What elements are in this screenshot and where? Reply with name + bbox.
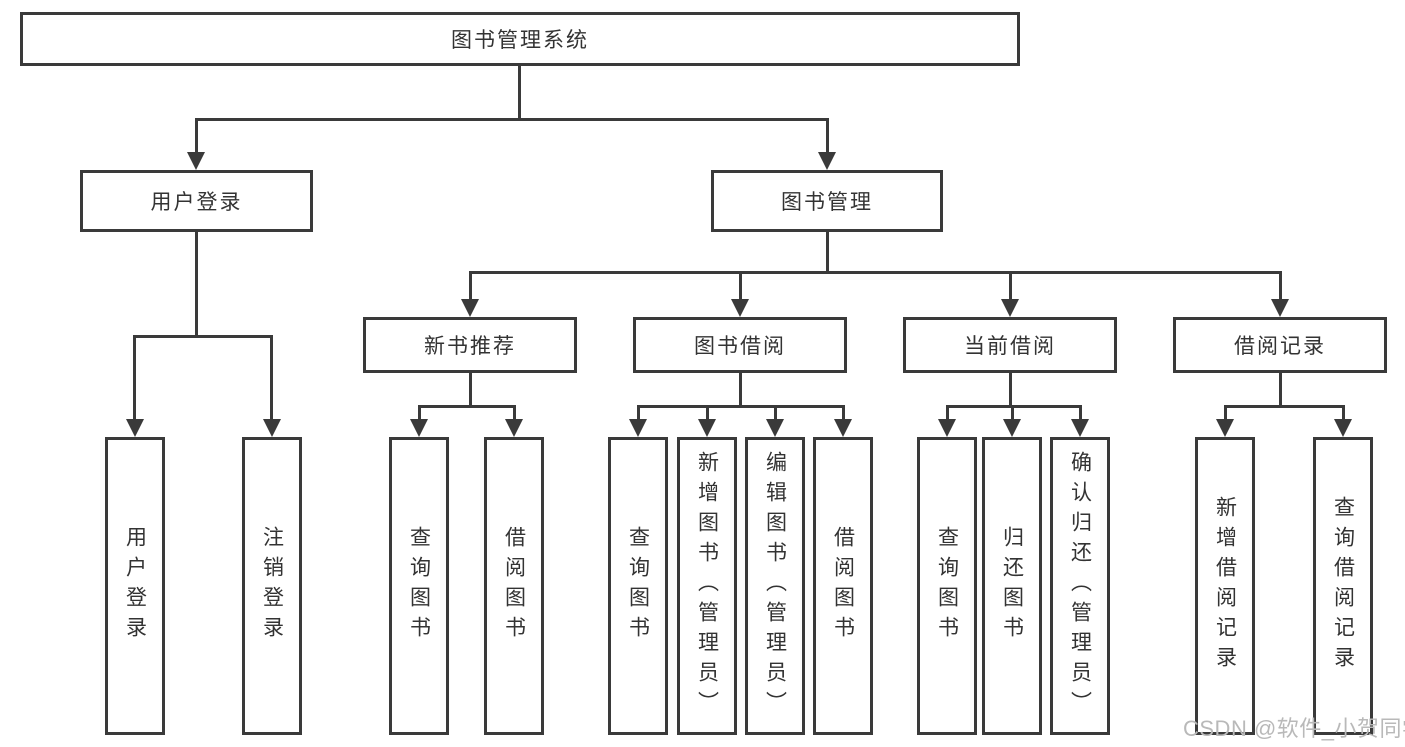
arrow-down-icon xyxy=(731,299,749,317)
connector-user-login-stem xyxy=(195,232,198,335)
arrow-down-icon xyxy=(1334,419,1352,437)
connector-drop-l3 xyxy=(469,271,472,301)
node-leaf-cb-confirm: 确认归还（管理员） xyxy=(1050,437,1110,735)
node-leaf-br-add: 新增借阅记录 xyxy=(1195,437,1255,735)
node-leaf-nb-query: 查询图书 xyxy=(389,437,449,735)
connector-book-mgmt-stem xyxy=(826,232,829,271)
connector-drop-user-login xyxy=(195,118,198,156)
node-user-login: 用户登录 xyxy=(80,170,313,232)
connector-drop-leaf xyxy=(133,335,136,421)
connector-drop-leaf xyxy=(842,405,845,421)
connector-drop-leaf xyxy=(1079,405,1082,421)
connector-root-stem xyxy=(518,66,521,118)
leaf-label: 借阅图书 xyxy=(831,526,855,646)
leaf-label: 编辑图书（管理员） xyxy=(763,451,787,721)
leaf-label: 查询图书 xyxy=(407,526,431,646)
arrow-down-icon xyxy=(1003,419,1021,437)
arrow-down-icon xyxy=(938,419,956,437)
connector-root-bar xyxy=(195,118,829,121)
arrow-down-icon xyxy=(126,419,144,437)
connector-drop-leaf xyxy=(946,405,949,421)
leaf-label: 确认归还（管理员） xyxy=(1068,451,1092,721)
connector-book-borrow-stem xyxy=(739,373,742,405)
leaf-label: 新增图书（管理员） xyxy=(695,451,719,721)
arrow-down-icon xyxy=(818,152,836,170)
node-borrow-records-label: 借阅记录 xyxy=(1234,335,1326,358)
connector-book-borrow-bar xyxy=(637,405,845,408)
arrow-down-icon xyxy=(1271,299,1289,317)
connector-drop-leaf xyxy=(706,405,709,421)
node-leaf-user-login: 用户登录 xyxy=(105,437,165,735)
node-leaf-cb-return: 归还图书 xyxy=(982,437,1042,735)
node-book-mgmt-label: 图书管理 xyxy=(781,191,873,214)
arrow-down-icon xyxy=(263,419,281,437)
connector-current-borrow-stem xyxy=(1009,373,1012,405)
arrow-down-icon xyxy=(1071,419,1089,437)
node-leaf-br-query: 查询借阅记录 xyxy=(1313,437,1373,735)
connector-drop-l3 xyxy=(1009,271,1012,301)
connector-drop-leaf xyxy=(513,405,516,421)
connector-new-book-rec-bar xyxy=(418,405,516,408)
arrow-down-icon xyxy=(698,419,716,437)
leaf-label: 查询图书 xyxy=(935,526,959,646)
connector-user-login-bar xyxy=(133,335,273,338)
node-leaf-logout: 注销登录 xyxy=(242,437,302,735)
arrow-down-icon xyxy=(1001,299,1019,317)
arrow-down-icon xyxy=(410,419,428,437)
node-leaf-nb-borrow: 借阅图书 xyxy=(484,437,544,735)
connector-drop-l3 xyxy=(739,271,742,301)
node-root-label: 图书管理系统 xyxy=(451,29,589,52)
node-book-mgmt: 图书管理 xyxy=(711,170,943,232)
connector-borrow-records-bar xyxy=(1224,405,1345,408)
arrow-down-icon xyxy=(1216,419,1234,437)
arrow-down-icon xyxy=(629,419,647,437)
node-leaf-bb-query: 查询图书 xyxy=(608,437,668,735)
connector-current-borrow-bar xyxy=(946,405,1082,408)
connector-drop-book-mgmt xyxy=(826,118,829,156)
node-user-login-label: 用户登录 xyxy=(150,191,243,214)
node-new-book-rec-label: 新书推荐 xyxy=(424,335,516,358)
leaf-label: 用户登录 xyxy=(123,526,147,646)
arrow-down-icon xyxy=(766,419,784,437)
watermark: CSDN @软件_小贺同学 xyxy=(1183,716,1405,741)
node-leaf-cb-query: 查询图书 xyxy=(917,437,977,735)
connector-drop-leaf xyxy=(1342,405,1345,421)
node-leaf-bb-edit: 编辑图书（管理员） xyxy=(745,437,805,735)
arrow-down-icon xyxy=(505,419,523,437)
connector-drop-leaf xyxy=(1011,405,1014,421)
connector-book-mgmt-bar xyxy=(469,271,1282,274)
connector-drop-leaf xyxy=(270,335,273,421)
node-root: 图书管理系统 xyxy=(20,12,1020,66)
node-book-borrow: 图书借阅 xyxy=(633,317,847,373)
node-leaf-bb-borrow: 借阅图书 xyxy=(813,437,873,735)
connector-new-book-rec-stem xyxy=(469,373,472,405)
connector-borrow-records-stem xyxy=(1279,373,1282,405)
arrow-down-icon xyxy=(187,152,205,170)
node-current-borrow: 当前借阅 xyxy=(903,317,1117,373)
node-leaf-bb-add: 新增图书（管理员） xyxy=(677,437,737,735)
leaf-label: 注销登录 xyxy=(260,526,284,646)
leaf-label: 借阅图书 xyxy=(502,526,526,646)
connector-drop-leaf xyxy=(637,405,640,421)
arrow-down-icon xyxy=(834,419,852,437)
leaf-label: 查询借阅记录 xyxy=(1331,496,1355,676)
node-new-book-rec: 新书推荐 xyxy=(363,317,577,373)
connector-drop-leaf xyxy=(774,405,777,421)
leaf-label: 归还图书 xyxy=(1000,526,1024,646)
node-borrow-records: 借阅记录 xyxy=(1173,317,1387,373)
node-book-borrow-label: 图书借阅 xyxy=(694,335,786,358)
node-current-borrow-label: 当前借阅 xyxy=(964,335,1056,358)
connector-drop-l3 xyxy=(1279,271,1282,301)
leaf-label: 新增借阅记录 xyxy=(1213,496,1237,676)
connector-drop-leaf xyxy=(1224,405,1227,421)
arrow-down-icon xyxy=(461,299,479,317)
connector-drop-leaf xyxy=(418,405,421,421)
leaf-label: 查询图书 xyxy=(626,526,650,646)
